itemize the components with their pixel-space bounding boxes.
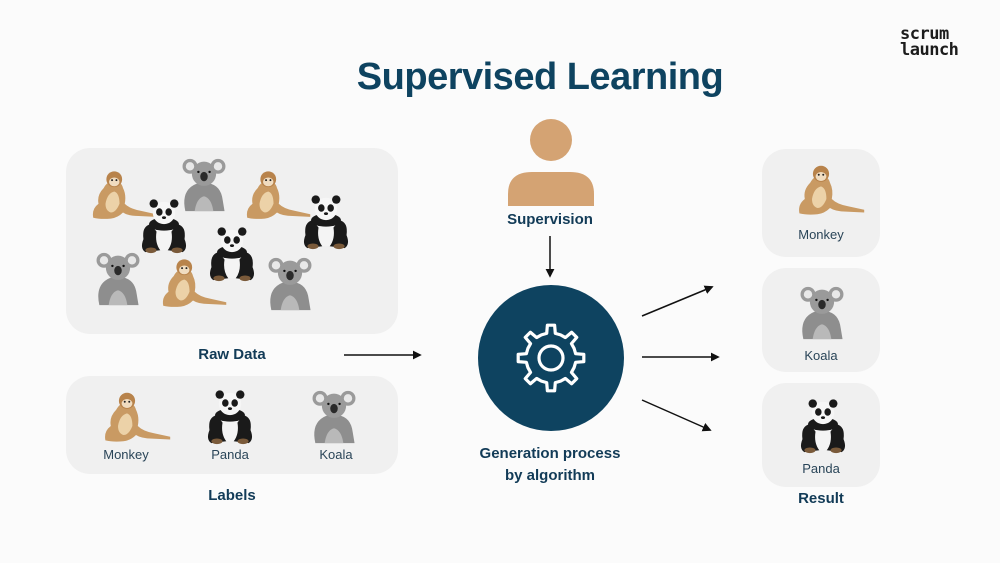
brand-line-2: launch [900, 40, 959, 60]
result-card-panda: Panda [762, 383, 880, 487]
result-card-monkey: Monkey [762, 149, 880, 257]
panda-icon [795, 397, 851, 455]
brand-line-1: scrum [900, 24, 949, 44]
person-icon [508, 119, 594, 206]
result-card-koala: Koala [762, 268, 880, 372]
labels-title: Labels [208, 487, 256, 504]
supervision-label: Supervision [507, 211, 593, 228]
label-item: Panda [211, 447, 249, 462]
koala-icon [794, 284, 850, 342]
arrow-icon [641, 399, 712, 432]
result-item: Panda [802, 461, 840, 476]
result-title: Result [798, 490, 844, 507]
process-label-line-1: Generation process [479, 445, 621, 462]
gear-icon [516, 323, 586, 393]
brand-logo: scrum launch [900, 24, 980, 60]
labels-panel: Monkey Panda Koala [66, 376, 398, 474]
monkey-icon [794, 161, 866, 219]
process-label-line-2: by algorithm [504, 467, 595, 484]
process-circle [478, 285, 624, 431]
raw-data-label: Raw Data [198, 346, 266, 363]
arrow-icon [641, 285, 714, 317]
result-item: Koala [804, 348, 838, 363]
raw-data-panel [66, 148, 398, 334]
result-item: Monkey [798, 227, 844, 242]
label-item: Koala [319, 447, 353, 462]
label-item: Monkey [103, 447, 149, 462]
page-title: Supervised Learning [356, 56, 724, 98]
